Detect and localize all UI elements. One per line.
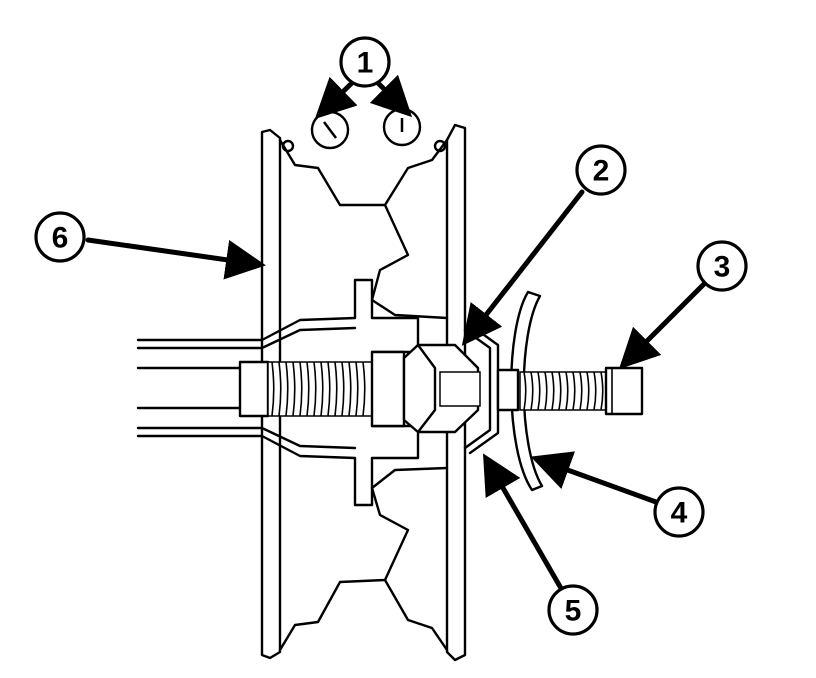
- cone-adapter: [402, 343, 481, 434]
- arrow-4: [530, 451, 659, 505]
- threaded-stud: [238, 350, 406, 428]
- thread-ridge: [327, 361, 331, 417]
- thread-ridge: [271, 361, 275, 417]
- thread-ridge: [523, 371, 527, 411]
- thread-ridge: [320, 361, 324, 417]
- thread-ridge: [544, 371, 548, 411]
- callout-1-label: 1: [357, 47, 374, 80]
- wheel-rim: [260, 123, 467, 662]
- thread-ridge: [299, 361, 303, 417]
- thread-ridge: [565, 371, 569, 411]
- callout-1: 1: [339, 36, 391, 88]
- axle-shaft: [136, 338, 264, 438]
- thread-ridge: [593, 371, 597, 411]
- callout-3-label: 3: [714, 251, 731, 284]
- callout-5-label: 5: [565, 595, 582, 628]
- thread-ridge: [579, 371, 583, 411]
- callout-2-label: 2: [593, 155, 610, 188]
- thread-ridge: [278, 361, 282, 417]
- callout-3: 3: [696, 240, 748, 292]
- dial-gauges: [310, 107, 422, 150]
- hub-body: [260, 278, 420, 507]
- callout-4-label: 4: [671, 497, 688, 530]
- thread-ridge: [362, 361, 366, 417]
- thread-ridge: [348, 361, 352, 417]
- thread-ridge: [600, 371, 604, 411]
- thread-ridge: [530, 371, 534, 411]
- thread-ridge: [572, 371, 576, 411]
- thread-ridge: [306, 361, 310, 417]
- thread-ridge: [334, 361, 338, 417]
- arrow-6: [85, 237, 266, 280]
- thread-ridge: [313, 361, 317, 417]
- arrow-5: [482, 453, 565, 593]
- callout-4: 4: [653, 486, 705, 538]
- thread-ridge: [558, 371, 562, 411]
- thread-ridge: [355, 361, 359, 417]
- thread-ridge: [586, 371, 590, 411]
- thread-ridge: [537, 371, 541, 411]
- thread-ridge: [551, 371, 555, 411]
- thread-ridge: [341, 361, 345, 417]
- arrow-3: [618, 280, 708, 370]
- thread-ridge: [292, 361, 296, 417]
- callout-6-label: 6: [52, 222, 69, 255]
- thread-ridge: [285, 361, 289, 417]
- arrow-1-left: [314, 76, 358, 119]
- leader-arrows: [85, 74, 708, 593]
- callout-2: 2: [575, 144, 627, 196]
- arrow-2: [461, 189, 585, 346]
- arrow-1-right: [369, 74, 413, 118]
- callout-6: 6: [34, 211, 86, 263]
- forcing-screw: [496, 366, 644, 416]
- callout-5: 5: [547, 584, 599, 636]
